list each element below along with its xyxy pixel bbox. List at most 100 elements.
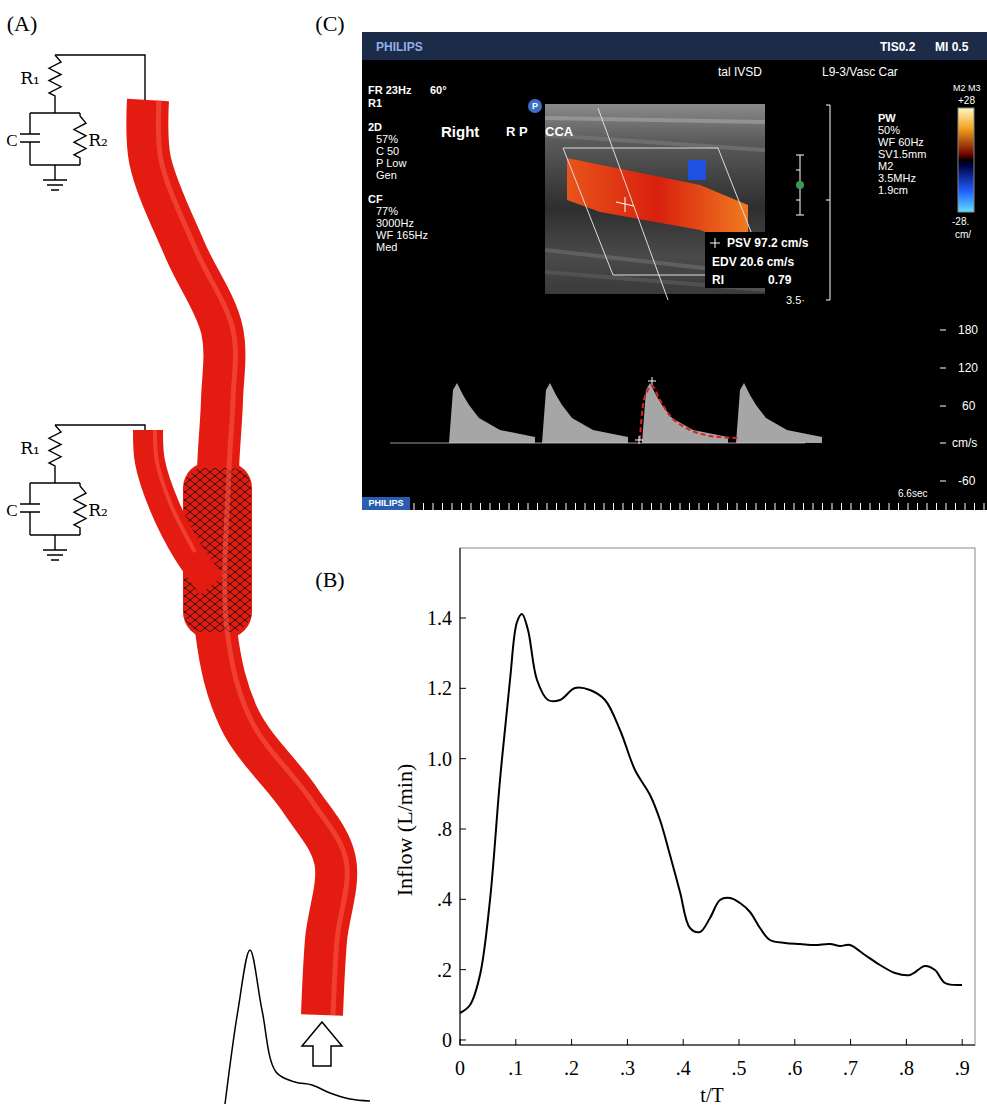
device-readout: 60° xyxy=(430,85,447,96)
depth-value: 3.5· xyxy=(786,295,805,306)
time-tick xyxy=(680,503,681,510)
highlight xyxy=(158,100,347,1015)
wire xyxy=(55,425,145,430)
time-tick xyxy=(832,503,833,510)
time-tick xyxy=(689,503,690,510)
tick-mark xyxy=(460,758,466,759)
rcr-circuit xyxy=(20,425,145,560)
time-tick xyxy=(509,503,510,510)
scale-value: -60 xyxy=(958,475,975,487)
artery-branch xyxy=(148,430,212,585)
time-tick xyxy=(566,503,567,510)
inflow-curve xyxy=(460,614,962,1013)
scale-value: -28. xyxy=(952,217,969,227)
time-tick xyxy=(480,503,481,510)
wire xyxy=(30,100,80,180)
time-tick xyxy=(499,503,500,510)
ground-symbol xyxy=(43,550,67,560)
tick-mark xyxy=(739,1039,740,1045)
probe-icon xyxy=(528,99,542,113)
time-tick xyxy=(490,503,491,510)
sample-gate xyxy=(616,197,634,212)
time-tick xyxy=(784,503,785,510)
time-tick xyxy=(575,503,576,510)
axis-title: Inflow (L/min) xyxy=(394,764,416,897)
component-label: R₁ xyxy=(20,440,40,457)
tick-mark xyxy=(571,1039,572,1045)
tick-mark xyxy=(460,618,466,619)
device-readout: 2D xyxy=(368,122,382,133)
scale-value: 180 xyxy=(958,324,978,336)
doppler-spectrum xyxy=(642,383,728,443)
resistor-symbol xyxy=(74,113,86,165)
measurement-value: RI xyxy=(712,274,724,286)
device-readout: 3.5MHz xyxy=(878,173,916,184)
time-tick xyxy=(756,503,757,510)
component-label: R₂ xyxy=(88,502,108,519)
axis-tick: .1 xyxy=(508,1058,523,1078)
tick-mark xyxy=(460,828,466,829)
time-tick xyxy=(803,503,804,510)
time-value: 6.6sec xyxy=(898,489,927,499)
inflow-chart xyxy=(460,548,975,1045)
rcr-circuit xyxy=(20,55,145,190)
device-readout: PW xyxy=(878,113,896,124)
capacitor-symbol xyxy=(20,504,40,512)
time-tick xyxy=(461,503,462,510)
device-readout: P Low xyxy=(376,158,406,169)
brand-name: PHILIPS xyxy=(376,41,423,53)
scale-value: 60 xyxy=(962,400,975,412)
time-tick xyxy=(537,503,538,510)
time-tick xyxy=(556,503,557,510)
screen-background xyxy=(362,32,987,510)
axis-tick: 1.4 xyxy=(427,608,452,628)
artery xyxy=(147,100,336,1015)
time-tick xyxy=(613,503,614,510)
time-tick xyxy=(765,503,766,510)
component-label: C xyxy=(6,502,17,519)
time-tick xyxy=(946,503,947,510)
device-readout: MI 0.5 xyxy=(935,41,968,53)
tick-mark xyxy=(515,1039,516,1045)
time-tick xyxy=(984,503,985,510)
device-readout: Med xyxy=(376,242,397,253)
doppler-spectrum xyxy=(736,383,822,443)
time-tick xyxy=(442,503,443,510)
time-tick xyxy=(727,503,728,510)
device-readout: L9-3/Vasc Car xyxy=(822,66,898,78)
color-bar xyxy=(958,108,974,212)
time-tick xyxy=(775,503,776,510)
view-label: Right xyxy=(441,124,479,139)
measurement-value: PSV 97.2 cm/s xyxy=(727,237,808,249)
device-readout: 50% xyxy=(878,125,900,136)
highlight xyxy=(155,430,195,552)
inflow-arrow xyxy=(302,1022,342,1066)
device-readout: M2 xyxy=(878,161,893,172)
time-tick xyxy=(661,503,662,510)
time-tick xyxy=(794,503,795,510)
tissue-echo xyxy=(545,118,765,122)
device-readout: WF 165Hz xyxy=(376,230,428,241)
time-tick xyxy=(585,503,586,510)
brand-bar xyxy=(362,497,410,510)
header-bar xyxy=(362,32,987,60)
time-tick xyxy=(708,503,709,510)
tick-mark xyxy=(794,1039,795,1045)
scale-value: 120 xyxy=(958,362,978,374)
tick-mark xyxy=(627,1039,628,1045)
axis-tick: .9 xyxy=(955,1058,970,1078)
axis-tick: .3 xyxy=(620,1058,635,1078)
axis-tick: .8 xyxy=(437,819,452,839)
panel-label: (C) xyxy=(315,13,344,35)
envelope-trace xyxy=(640,386,738,440)
component-label: R₁ xyxy=(20,70,40,87)
device-readout: C 50 xyxy=(376,146,399,157)
component-label: R₂ xyxy=(88,132,108,149)
device-readout: Gen xyxy=(376,170,397,181)
time-tick xyxy=(414,503,415,510)
time-tick xyxy=(604,503,605,510)
device-readout: 57% xyxy=(376,134,398,145)
axis-tick: .5 xyxy=(732,1058,747,1078)
component-label: C xyxy=(6,132,17,149)
time-tick xyxy=(955,503,956,510)
